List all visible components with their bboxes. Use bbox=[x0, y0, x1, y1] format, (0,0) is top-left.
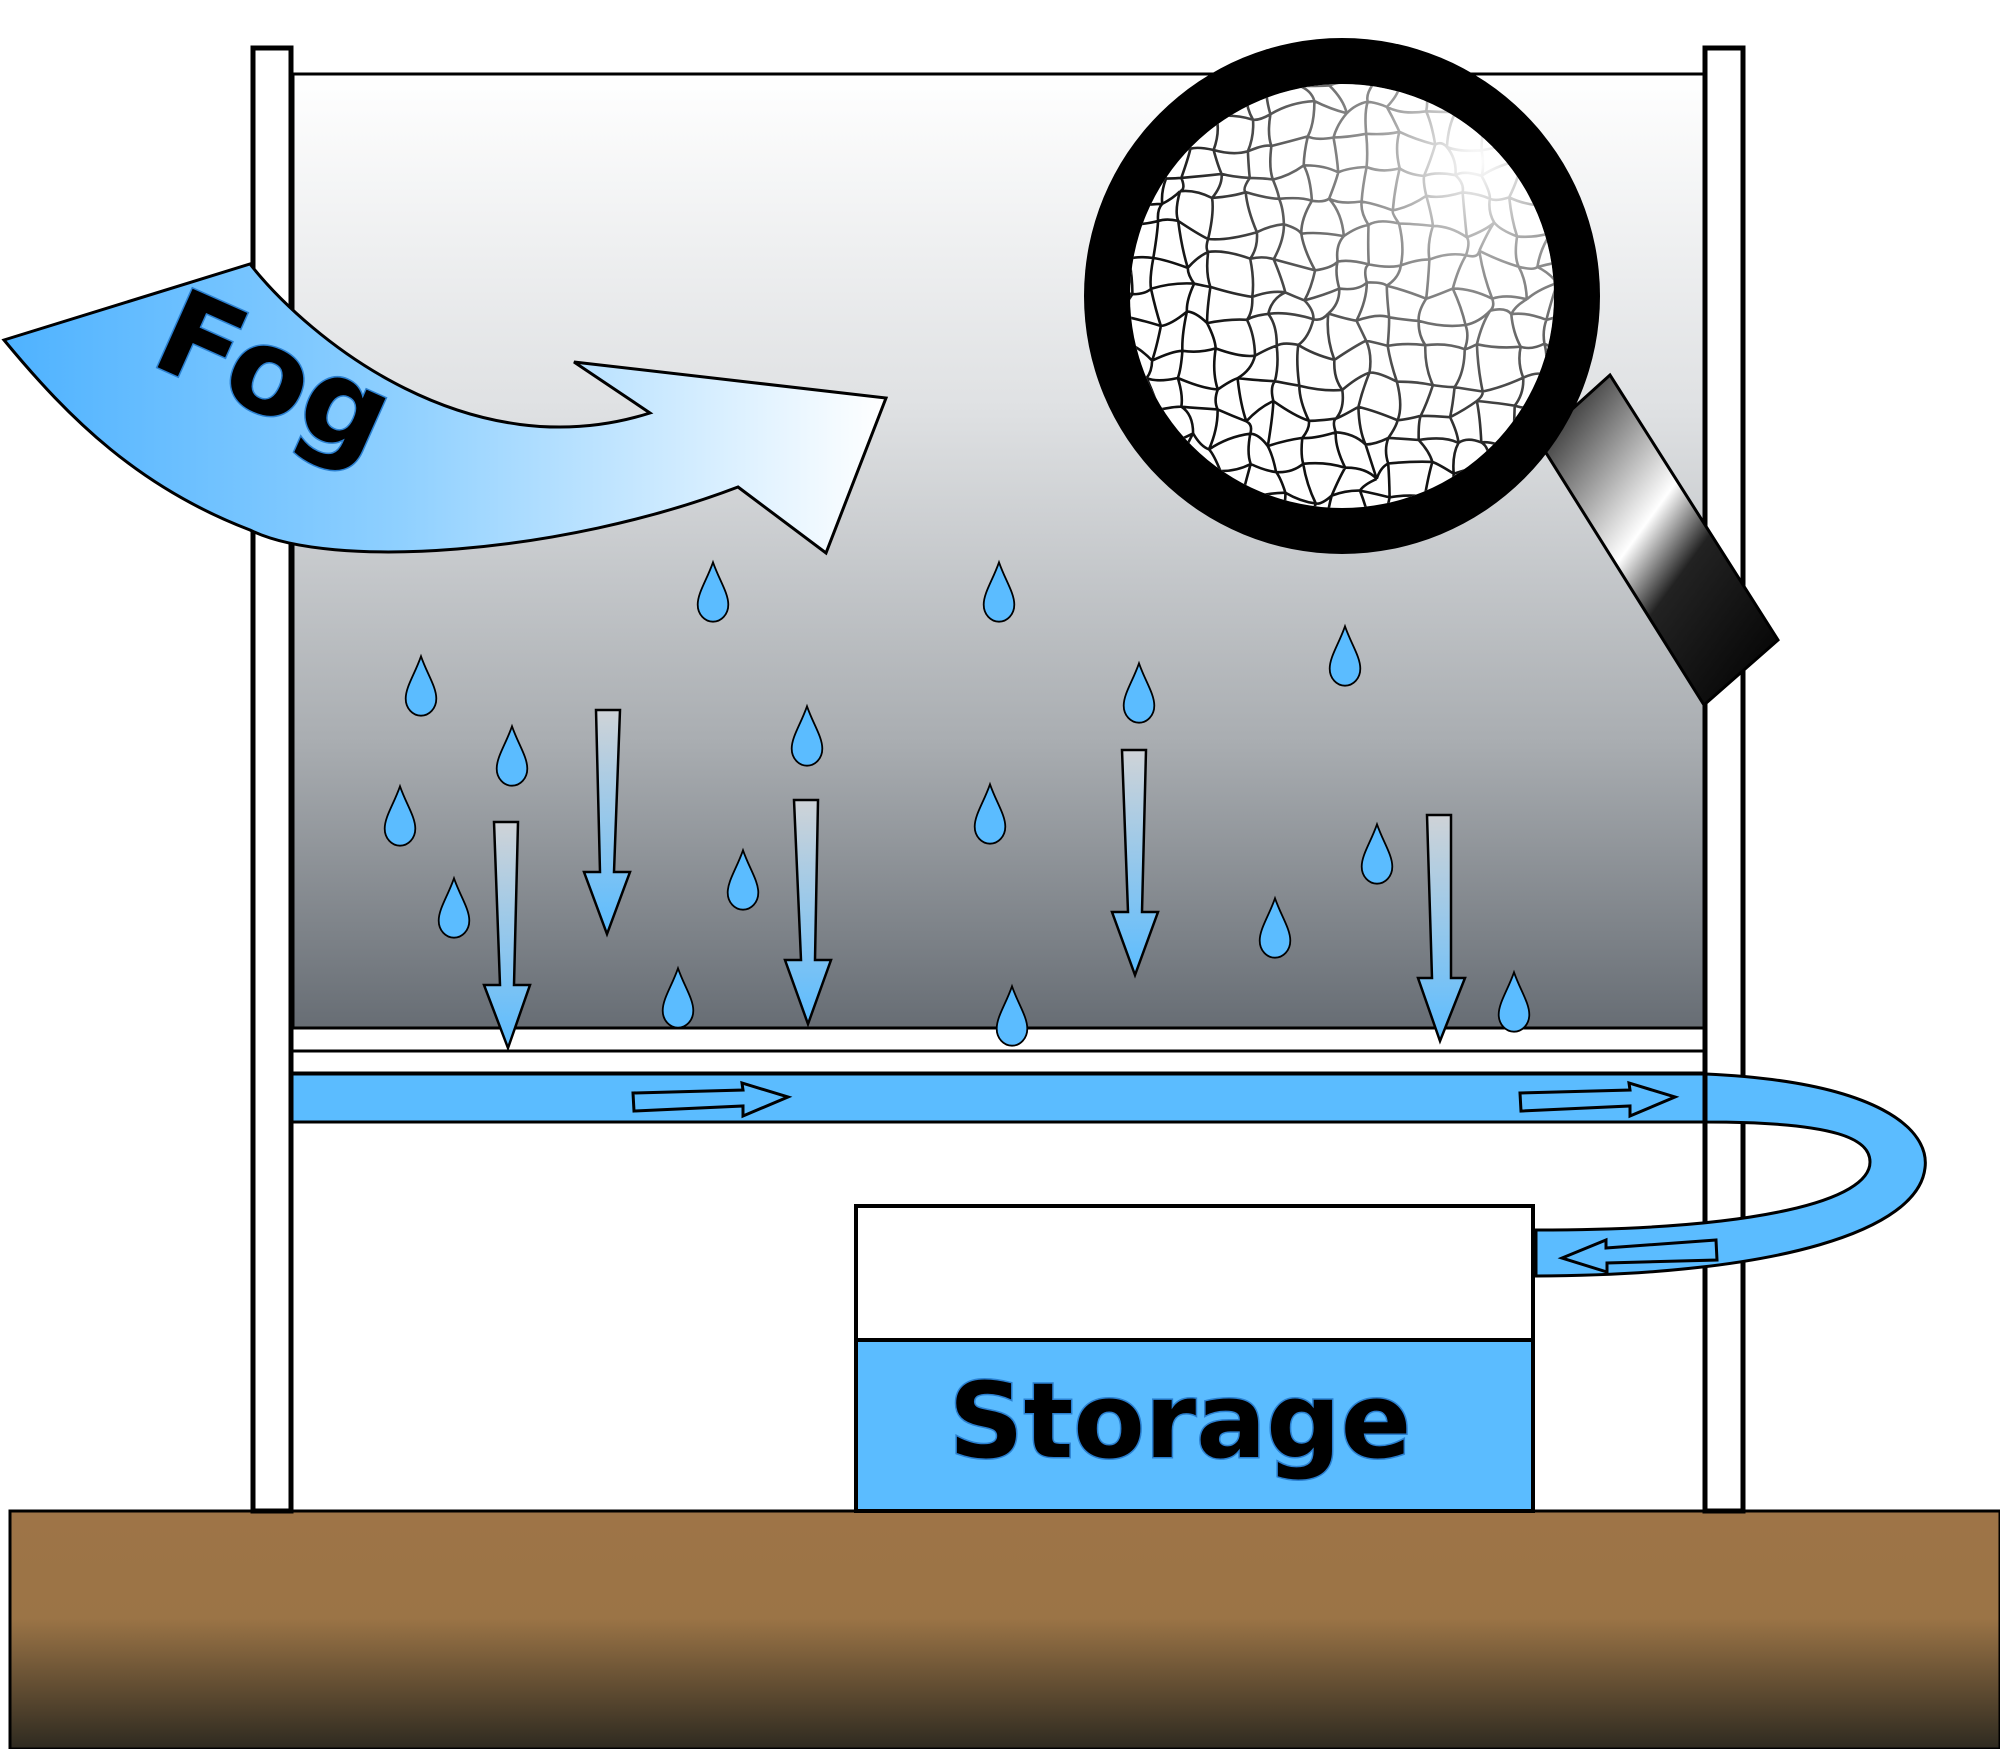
falling-water-arrows bbox=[482, 708, 1467, 1052]
storage-label: Storage bbox=[949, 1360, 1412, 1482]
drain-pipe bbox=[1534, 1072, 1927, 1278]
arrow-down-icon bbox=[1110, 748, 1160, 979]
arrow-down-icon bbox=[482, 820, 532, 1052]
fog-flow-arrow-icon bbox=[1, 262, 889, 556]
ground bbox=[8, 1509, 2000, 1749]
arrow-down-icon bbox=[582, 708, 632, 938]
lens-highlight bbox=[1130, 84, 1554, 508]
gutter-flow-arrow-1 bbox=[631, 1080, 793, 1119]
storage-water bbox=[854, 1338, 1535, 1513]
magnifier-handle bbox=[1536, 372, 1780, 708]
pipe-flow-arrow bbox=[1557, 1237, 1719, 1275]
mesh-bottom-rail bbox=[290, 1049, 1708, 1075]
right-post bbox=[1702, 45, 1746, 1514]
collection-gutter bbox=[290, 1072, 1708, 1124]
arrow-down-icon bbox=[783, 798, 833, 1028]
left-post bbox=[250, 45, 294, 1514]
magnifier-icon bbox=[1084, 38, 1780, 708]
fog-arrow: Fog bbox=[1, 261, 889, 556]
arrow-down-icon bbox=[1416, 813, 1467, 1045]
gutter-flow-arrow-2 bbox=[1518, 1080, 1680, 1119]
